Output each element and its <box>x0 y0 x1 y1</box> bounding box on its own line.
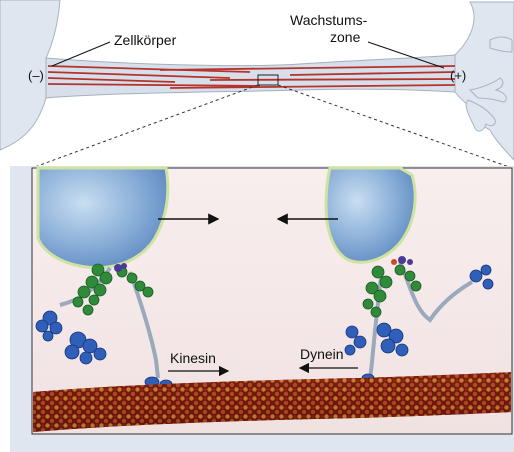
plus-end-label: (+) <box>450 68 466 84</box>
kinesin-label: Kinesin <box>170 350 216 366</box>
growth-zone-label-line1: Wachstums- <box>290 12 367 28</box>
minus-end-label: (–) <box>28 68 44 84</box>
cell-body-label: Zellkörper <box>114 32 176 48</box>
overview-panel <box>0 0 514 168</box>
dynein-label: Dynein <box>300 346 344 362</box>
growth-zone-label-line2: zone <box>330 29 360 45</box>
inset-panel <box>10 166 514 452</box>
